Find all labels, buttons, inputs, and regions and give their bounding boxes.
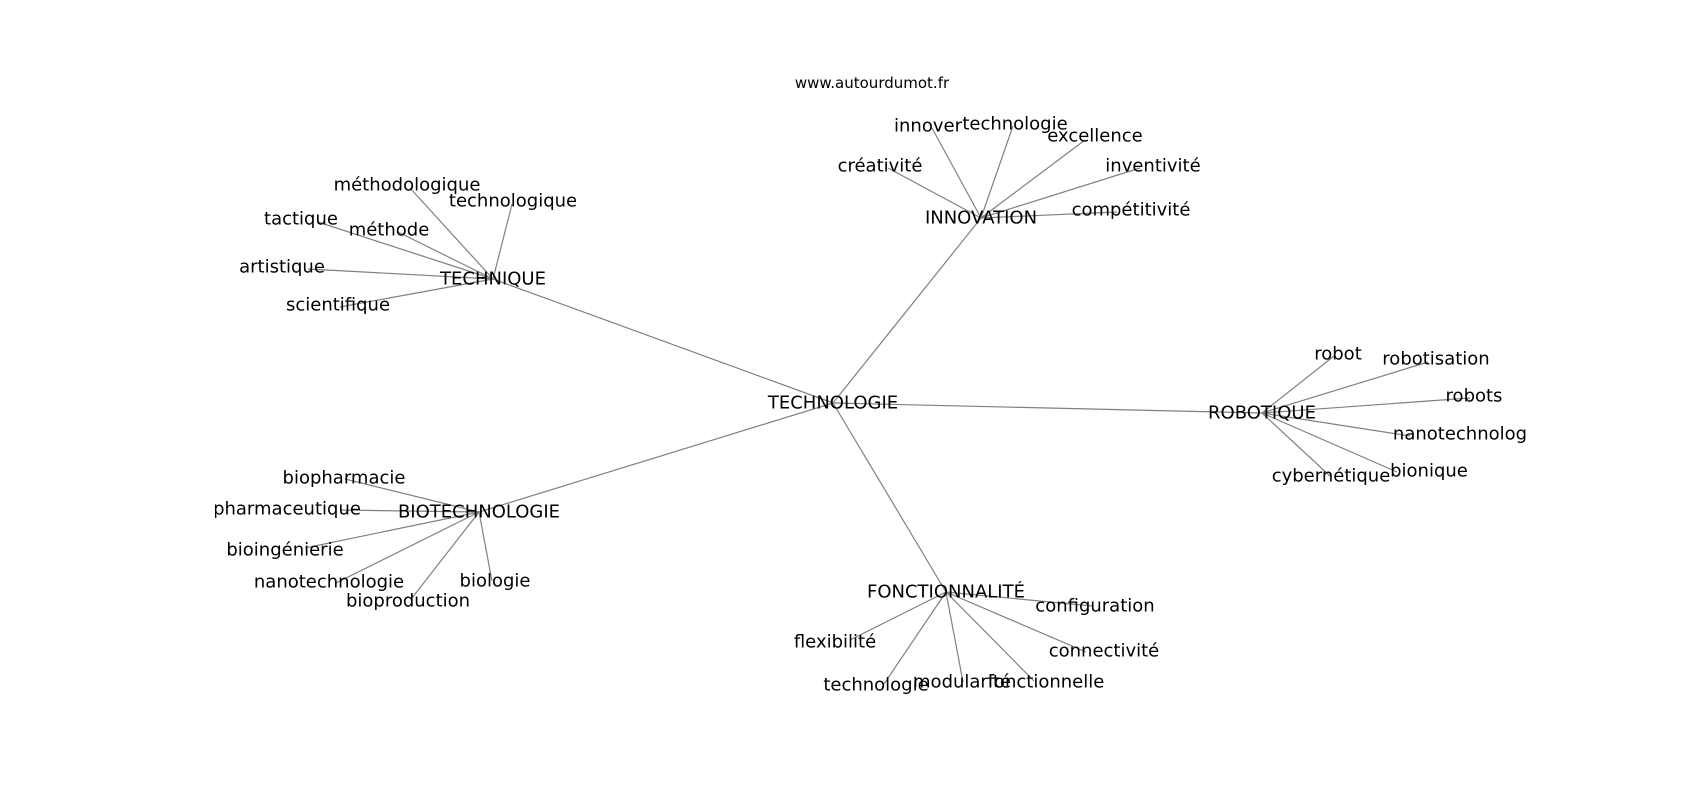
edge-hub-to-word bbox=[887, 167, 982, 219]
edge-hub-to-word bbox=[339, 278, 494, 308]
word-node-label: créativité bbox=[838, 156, 923, 177]
word-node-label: compétitivité bbox=[1072, 200, 1191, 221]
word-node-label: nanotechnolog bbox=[1393, 424, 1527, 445]
word-node-label: biopharmacie bbox=[283, 468, 406, 489]
edge-hub-to-word bbox=[307, 268, 494, 280]
word-node-label: excellence bbox=[1047, 126, 1143, 147]
edge-hub-to-word bbox=[397, 231, 494, 280]
word-node-label: scientifique bbox=[286, 295, 390, 316]
word-node-label: bionique bbox=[1390, 461, 1468, 482]
graph-edges bbox=[304, 125, 1471, 685]
edge-hub-to-word bbox=[478, 511, 493, 582]
edge-hub-to-word bbox=[945, 591, 964, 683]
edge-hub-to-word bbox=[1261, 412, 1398, 473]
word-node-label: inventivité bbox=[1105, 156, 1200, 177]
word-node-label: bioproduction bbox=[346, 591, 470, 612]
hub-node-label: TECHNIQUE bbox=[439, 269, 546, 290]
edge-center-to-hub bbox=[832, 402, 947, 593]
edge-hub-to-word bbox=[1261, 355, 1335, 414]
word-node-label: robot bbox=[1314, 344, 1362, 365]
edge-hub-to-word bbox=[980, 167, 1141, 219]
edge-hub-to-word bbox=[980, 139, 1086, 219]
edge-hub-to-word bbox=[335, 511, 480, 584]
edge-hub-to-word bbox=[945, 591, 1093, 607]
edge-hub-to-word bbox=[849, 591, 947, 641]
edge-center-to-hub bbox=[832, 402, 1263, 414]
edge-center-to-hub bbox=[492, 278, 834, 404]
edge-hub-to-word bbox=[883, 591, 947, 685]
word-node-label: robots bbox=[1446, 386, 1503, 407]
word-node-label: pharmaceutique bbox=[213, 499, 361, 520]
edge-hub-to-word bbox=[1261, 412, 1411, 437]
edge-hub-to-word bbox=[945, 591, 1087, 653]
edge-hub-to-word bbox=[344, 478, 480, 513]
center-node-label: TECHNOLOGIE bbox=[767, 393, 898, 414]
word-node-label: artistique bbox=[239, 257, 325, 278]
hub-node-label: FONCTIONNALITÉ bbox=[867, 581, 1025, 603]
word-node-label: fonctionnelle bbox=[988, 672, 1105, 693]
word-node-label: technologie bbox=[823, 675, 928, 696]
word-node-label: technologique bbox=[449, 191, 577, 212]
word-node-label: technologie bbox=[962, 114, 1067, 135]
edge-hub-to-word bbox=[409, 187, 494, 280]
edge-hub-to-word bbox=[1261, 361, 1429, 414]
word-node-label: bioingénierie bbox=[226, 540, 343, 561]
edge-hub-to-word bbox=[304, 511, 480, 549]
edge-hub-to-word bbox=[1261, 412, 1331, 477]
word-node-label: tactique bbox=[264, 209, 338, 230]
word-node-label: robotisation bbox=[1382, 349, 1489, 370]
edge-center-to-hub bbox=[478, 402, 834, 513]
word-node-label: biologie bbox=[460, 571, 531, 592]
word-node-label: flexibilité bbox=[794, 632, 876, 653]
hub-node-label: BIOTECHNOLOGIE bbox=[398, 502, 560, 523]
edge-hub-to-word bbox=[980, 125, 1014, 219]
edge-center-to-hub bbox=[832, 217, 982, 404]
hub-node-label: INNOVATION bbox=[925, 208, 1037, 229]
edge-hub-to-word bbox=[411, 511, 480, 599]
word-node-label: méthode bbox=[349, 220, 430, 241]
edge-hub-to-word bbox=[317, 221, 494, 280]
edge-hub-to-word bbox=[339, 509, 480, 513]
word-node-label: nanotechnologie bbox=[254, 572, 404, 593]
watermark-text: www.autourdumot.fr bbox=[795, 74, 950, 92]
edge-hub-to-word bbox=[492, 203, 513, 280]
word-node-label: innover bbox=[894, 116, 963, 137]
word-node-label: connectivité bbox=[1049, 641, 1160, 662]
hub-node-label: ROBOTIQUE bbox=[1208, 403, 1316, 424]
word-node-label: méthodologique bbox=[334, 175, 481, 196]
edge-hub-to-word bbox=[1261, 397, 1471, 414]
edge-hub-to-word bbox=[931, 127, 982, 219]
edge-hub-to-word bbox=[980, 211, 1118, 219]
word-node-label: configuration bbox=[1035, 596, 1154, 617]
word-node-label: cybernétique bbox=[1272, 466, 1391, 487]
word-node-label: modularité bbox=[913, 672, 1011, 693]
edge-hub-to-word bbox=[945, 591, 1035, 682]
